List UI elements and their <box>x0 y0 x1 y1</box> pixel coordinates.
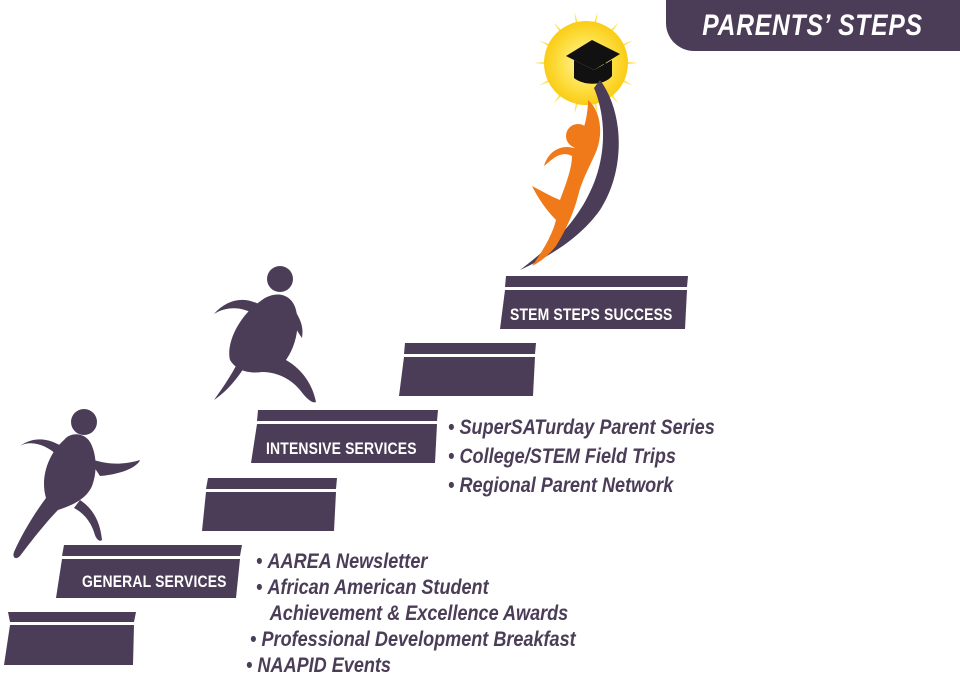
list-item: •African American Student <box>256 576 489 599</box>
step-general <box>56 545 242 598</box>
list-item: •Professional Development Breakfast <box>250 628 576 651</box>
step-intensive <box>251 410 438 463</box>
general-services-label: GENERAL SERVICES <box>82 572 227 591</box>
parents-steps-tab: PARENTS’ STEPS <box>666 0 960 51</box>
step-stem <box>500 276 688 329</box>
list-item: •College/STEM Field Trips <box>448 445 676 468</box>
leaping-figure-icon <box>214 266 316 403</box>
runner-figure-icon <box>13 409 140 559</box>
intensive-services-label: INTENSIVE SERVICES <box>266 439 417 458</box>
list-item: •Regional Parent Network <box>448 474 674 497</box>
stem-success-label: STEM STEPS SUCCESS <box>510 305 673 324</box>
general-services-list: •AAREA Newsletter •African American Stud… <box>246 549 629 679</box>
step-5 <box>399 343 536 396</box>
intensive-services-list: •SuperSATurday Parent Series •College/ST… <box>448 415 758 499</box>
list-item: •AAREA Newsletter <box>256 550 428 573</box>
graduate-figure-icon <box>520 80 619 270</box>
list-item: •NAAPID Events <box>246 654 391 677</box>
graduation-cap-icon <box>566 40 620 84</box>
page-title: PARENTS’ STEPS <box>702 8 924 42</box>
list-item: Achievement & Excellence Awards <box>269 602 569 625</box>
step-1 <box>4 612 136 665</box>
step-3 <box>202 478 337 531</box>
list-item: •SuperSATurday Parent Series <box>448 416 715 439</box>
